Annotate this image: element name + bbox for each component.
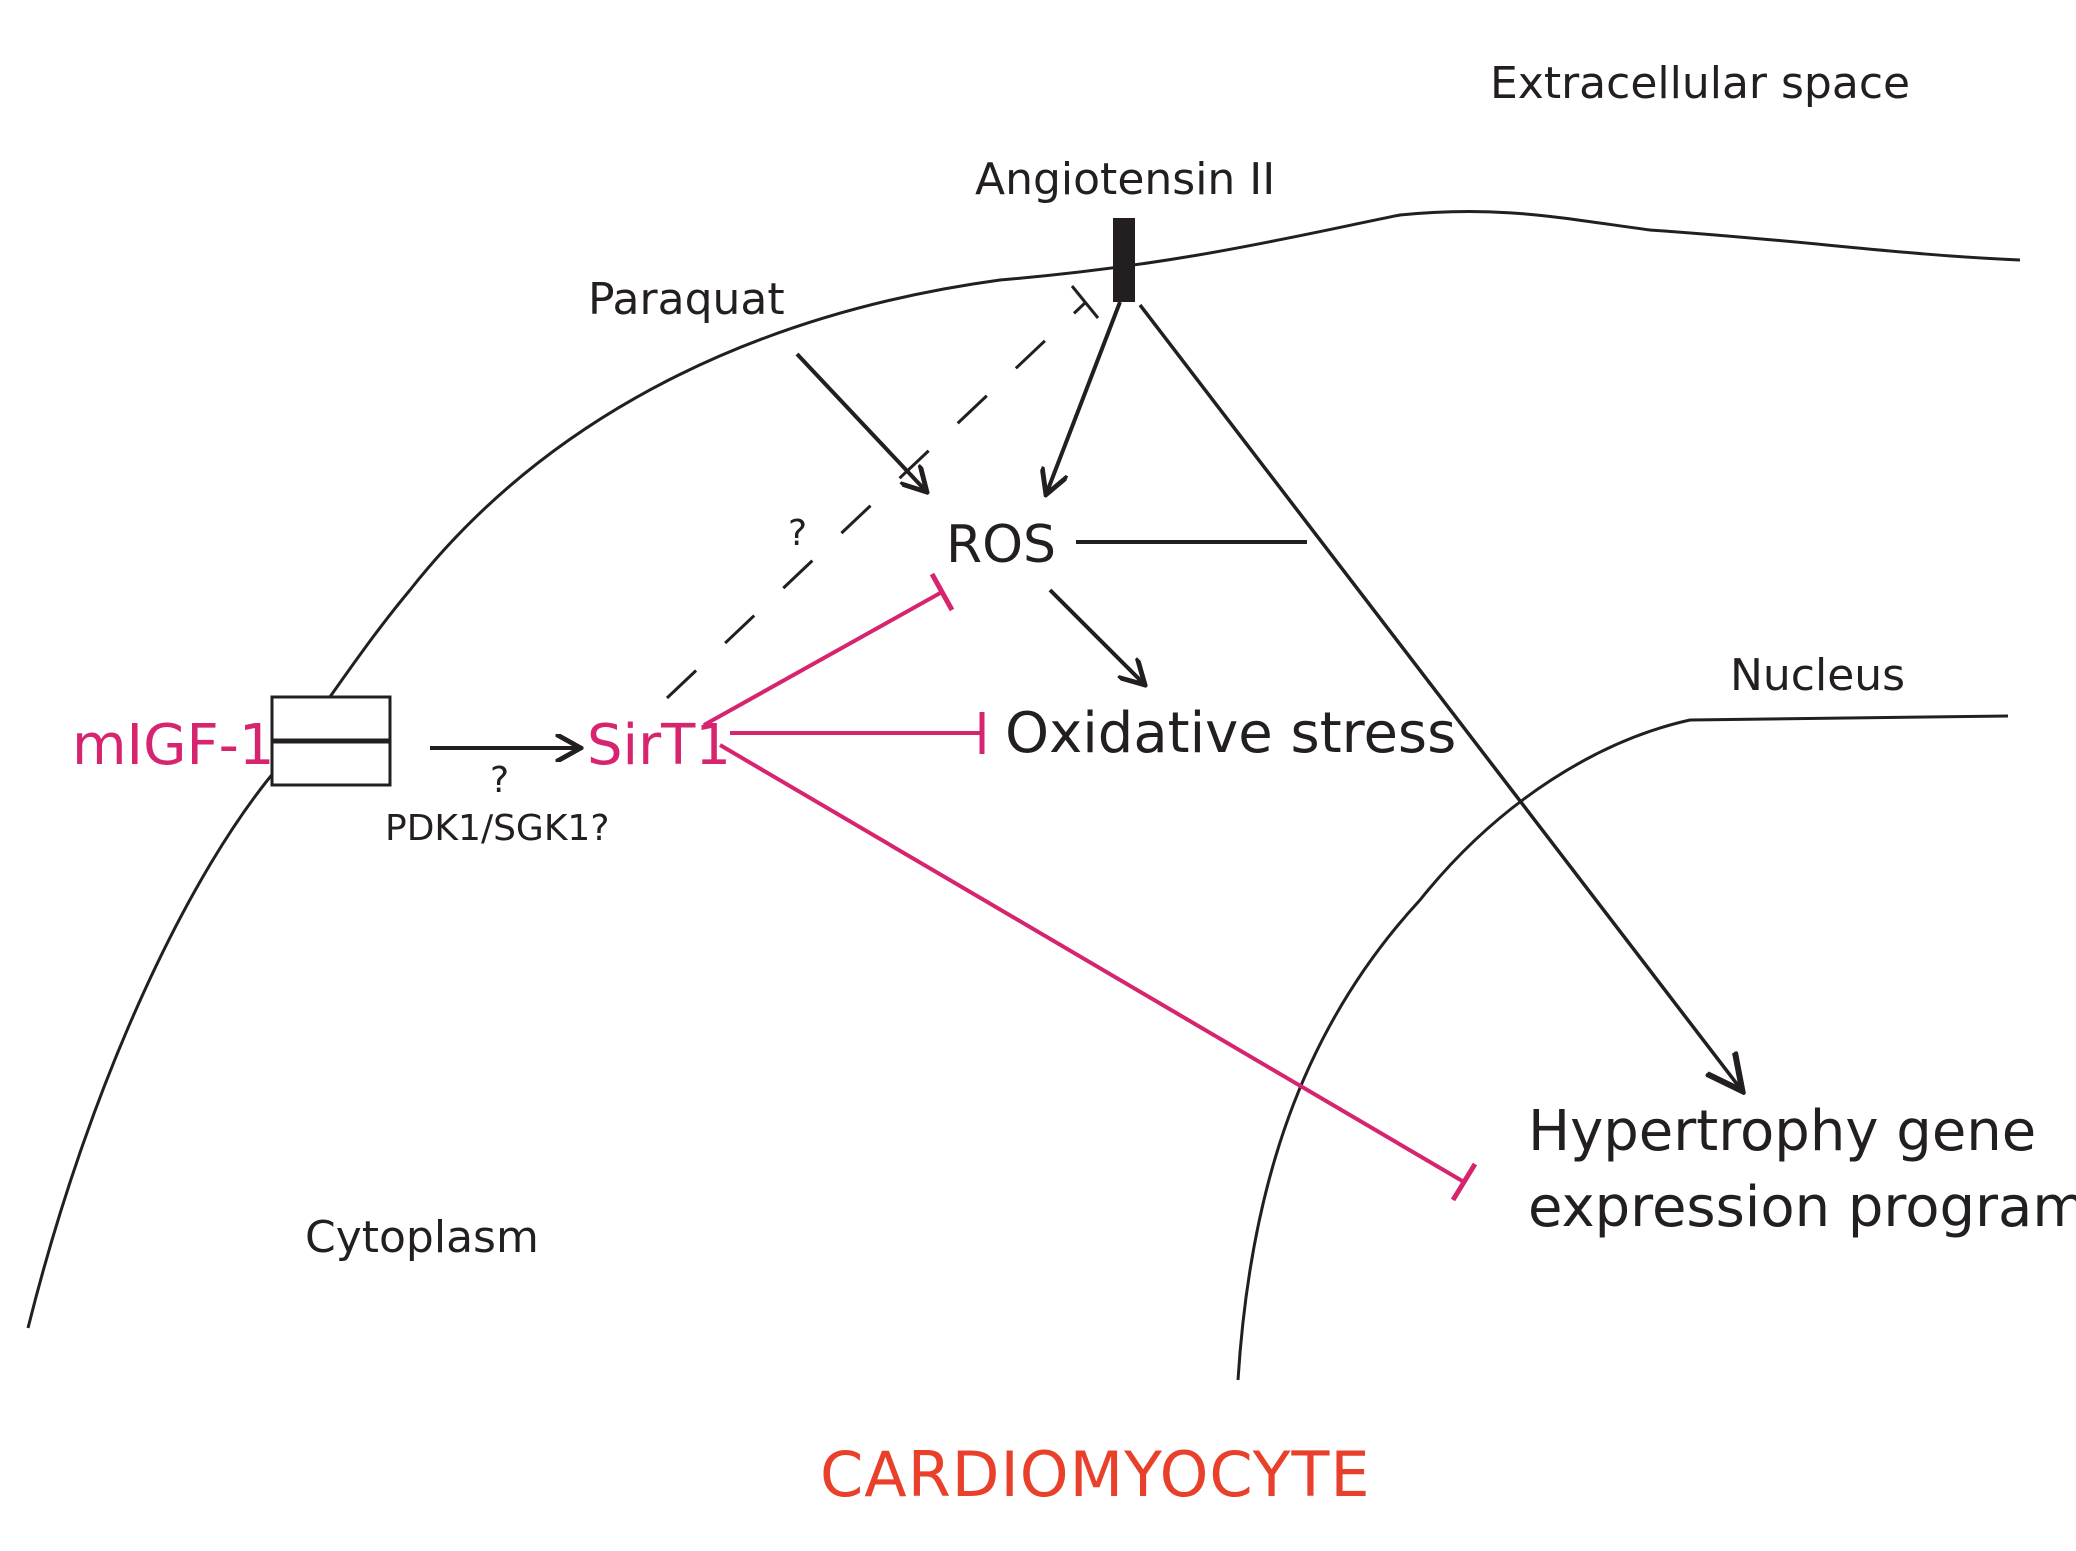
sirt1-inhibits-hypertrophy <box>718 743 1478 1202</box>
cytoplasm-label: Cytoplasm <box>305 1212 539 1263</box>
migf1-receptor <box>270 695 392 787</box>
cell-membrane <box>26 209 2021 1329</box>
angiotensin-receptor <box>1113 218 1135 302</box>
paraquat-label: Paraquat <box>588 274 785 325</box>
sirt1-angiotensin-dashed-line <box>665 300 1088 700</box>
angiotensin-label: Angiotensin II <box>975 154 1275 205</box>
hypertrophy-label-line1: Hypertrophy gene <box>1528 1099 2036 1164</box>
hypertrophy-label-line2: expression program <box>1528 1175 2076 1240</box>
ros-label: ROS <box>946 515 1056 575</box>
question-mark-dashed: ? <box>788 513 807 554</box>
pdk1-sgk1-label: PDK1/SGK1? <box>385 808 609 849</box>
sirt1-inhibits-oxidative-stress <box>730 712 985 754</box>
ros-to-oxidative-stress-arrow <box>1048 588 1143 683</box>
sirt1-label: SirT1 <box>587 713 731 778</box>
angiotensin-to-ros-arrow <box>1047 301 1122 492</box>
migf1-label: mIGF-1 <box>72 713 275 778</box>
cardiomyocyte-label: CARDIOMYOCYTE <box>820 1438 1371 1511</box>
sirt1-inhibits-ros <box>703 572 955 727</box>
nucleus-membrane <box>1236 714 2009 1381</box>
oxidative-stress-label: Oxidative stress <box>1005 701 1456 766</box>
angiotensin-to-hypertrophy-arrow <box>1138 303 1740 1088</box>
sirt1-angiotensin-inhibition-bar <box>1070 285 1100 319</box>
extracellular-space-label: Extracellular space <box>1490 58 1910 109</box>
nucleus-label: Nucleus <box>1730 650 1905 701</box>
paraquat-to-ros-arrow <box>795 352 925 490</box>
question-mark-migf1: ? <box>490 760 509 801</box>
